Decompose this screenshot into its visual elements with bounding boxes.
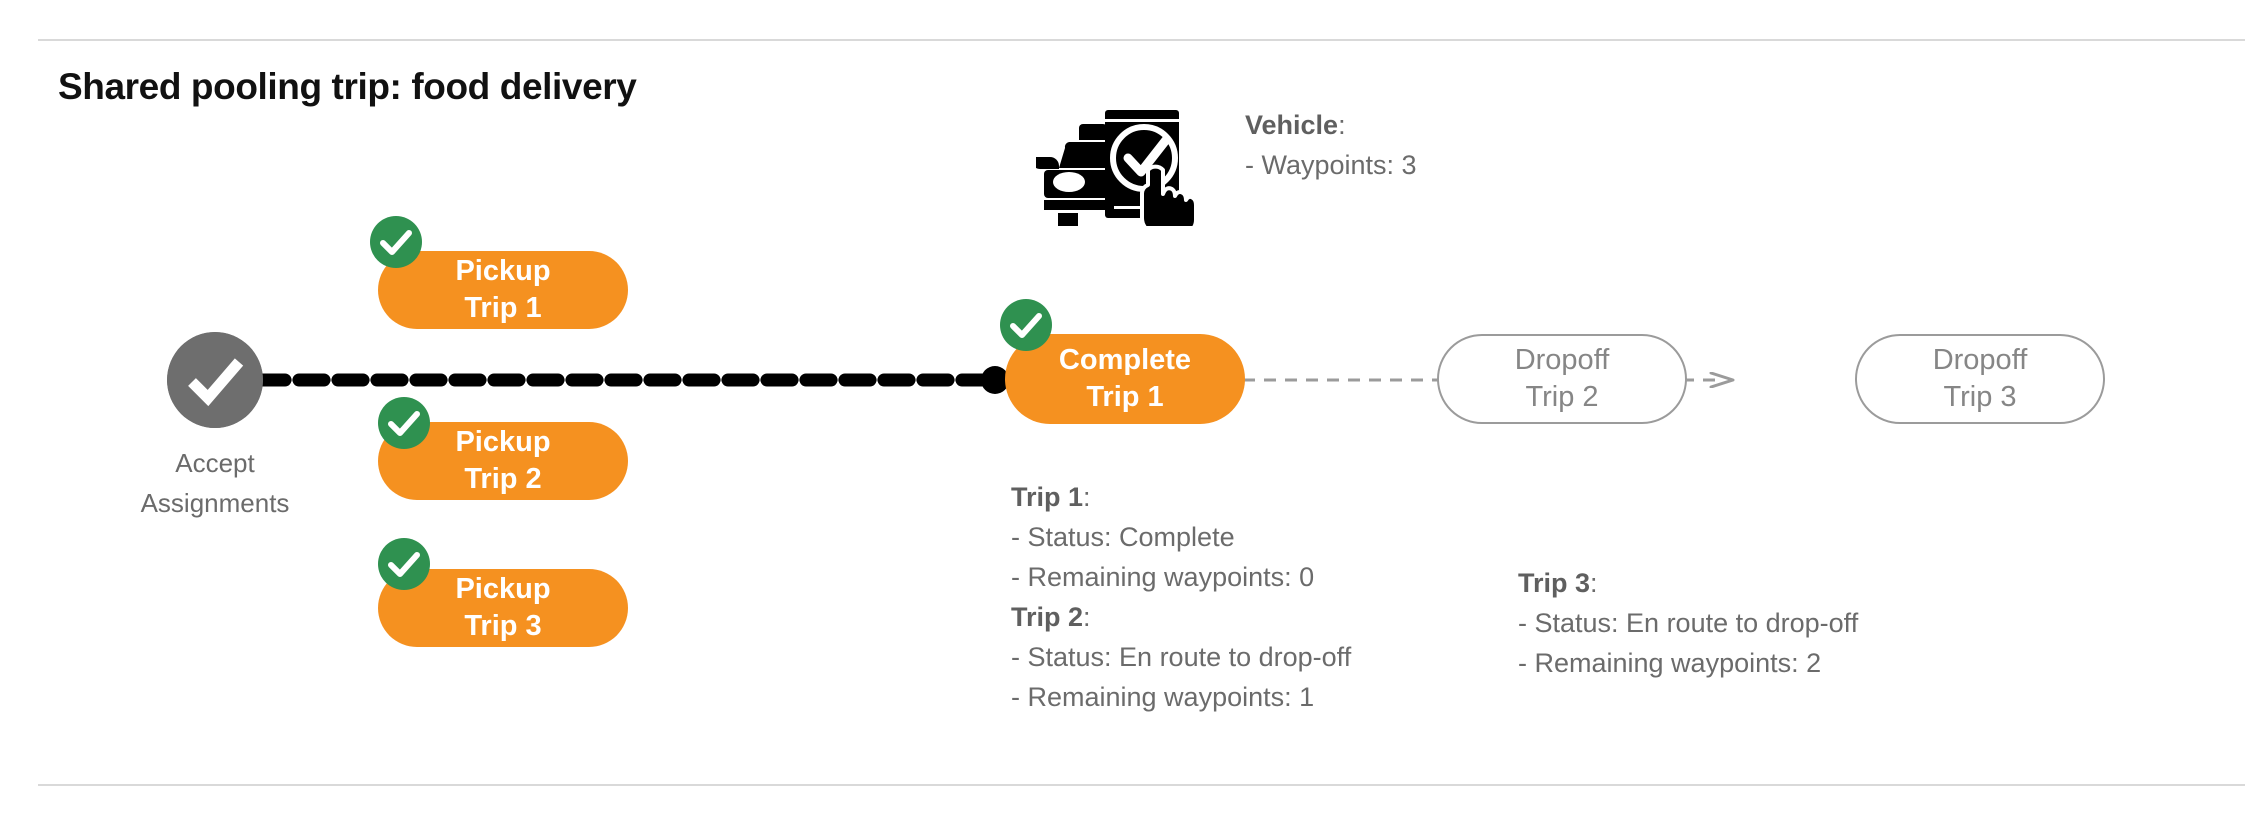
pill-label-line1: Pickup [455, 573, 551, 605]
vehicle-heading: Vehicle [1245, 110, 1339, 140]
trip-heading: Trip 1 [1011, 482, 1084, 512]
divider-bottom [38, 784, 2245, 786]
vehicle-heading-suffix: : [1338, 110, 1346, 140]
trip-details-left: Trip 1: - Status: Complete - Remaining w… [1011, 477, 1351, 717]
check-circle-icon [167, 332, 263, 428]
check-badge-icon [1000, 299, 1052, 351]
connector-complete1-to-dropoff2 [1243, 378, 1448, 382]
trip-status: - Status: En route to drop-off [1518, 608, 1859, 638]
trip-remaining-waypoints: - Remaining waypoints: 2 [1518, 648, 1822, 678]
vehicle-info-block: Vehicle: - Waypoints: 3 [1245, 105, 1417, 185]
junction-dot [981, 366, 1009, 394]
trip-heading: Trip 3 [1518, 568, 1591, 598]
vehicle-heading-row: Vehicle: [1245, 105, 1417, 145]
dropoff-trip-2-node[interactable]: Dropoff Trip 2 [1437, 334, 1687, 424]
pill-label-line2: Trip 3 [464, 610, 542, 642]
trip-heading-suffix: : [1083, 482, 1091, 512]
accept-assignments-node[interactable] [167, 332, 263, 428]
check-badge-icon [378, 538, 430, 590]
trip-heading-row: Trip 2: [1011, 597, 1351, 637]
vehicle-waypoints: - Waypoints: 3 [1245, 150, 1417, 180]
trip-status: - Status: En route to drop-off [1011, 642, 1352, 672]
divider-top [38, 39, 2245, 41]
trip-heading: Trip 2 [1011, 602, 1084, 632]
page-title: Shared pooling trip: food delivery [58, 66, 637, 107]
pill-label-line1: Complete [1058, 344, 1192, 376]
trip-remaining-waypoints: - Remaining waypoints: 0 [1011, 562, 1315, 592]
pill-label-line2: Trip 2 [464, 463, 542, 495]
trip-remaining-waypoints: - Remaining waypoints: 1 [1011, 682, 1315, 712]
pickup-trip-3-node[interactable]: Pickup Trip 3 [378, 569, 628, 647]
trip-heading-row: Trip 3: [1518, 563, 1858, 603]
check-badge-icon [378, 397, 430, 449]
pill-label-line2: Trip 2 [1525, 381, 1599, 413]
pickup-trip-1-node[interactable]: Pickup Trip 1 [378, 251, 628, 329]
trip-heading-suffix: : [1590, 568, 1598, 598]
trip-heading-suffix: : [1083, 602, 1091, 632]
trip-status: - Status: Complete [1011, 522, 1235, 552]
check-badge-icon [370, 216, 422, 268]
trip-heading-row: Trip 1: [1011, 477, 1351, 517]
pill-label-line1: Pickup [455, 255, 551, 287]
complete-trip-1-node[interactable]: Complete Trip 1 [1005, 334, 1245, 424]
pill-label-line2: Trip 1 [464, 292, 542, 324]
pill-label-line2: Trip 3 [1943, 381, 2017, 413]
pill-label-line1: Dropoff [1514, 344, 1610, 376]
pill-label-line2: Trip 1 [1086, 381, 1164, 413]
pill-label-line1: Dropoff [1932, 344, 2028, 376]
connector-accept-to-complete [258, 373, 1000, 387]
dropoff-trip-3-node[interactable]: Dropoff Trip 3 [1855, 334, 2105, 424]
accept-assignments-label: Accept Assignments [140, 448, 290, 518]
car-phone-check-icon [1036, 110, 1194, 226]
pill-label-line1: Pickup [455, 426, 551, 458]
trip-details-right: Trip 3: - Status: En route to drop-off -… [1518, 563, 1858, 683]
